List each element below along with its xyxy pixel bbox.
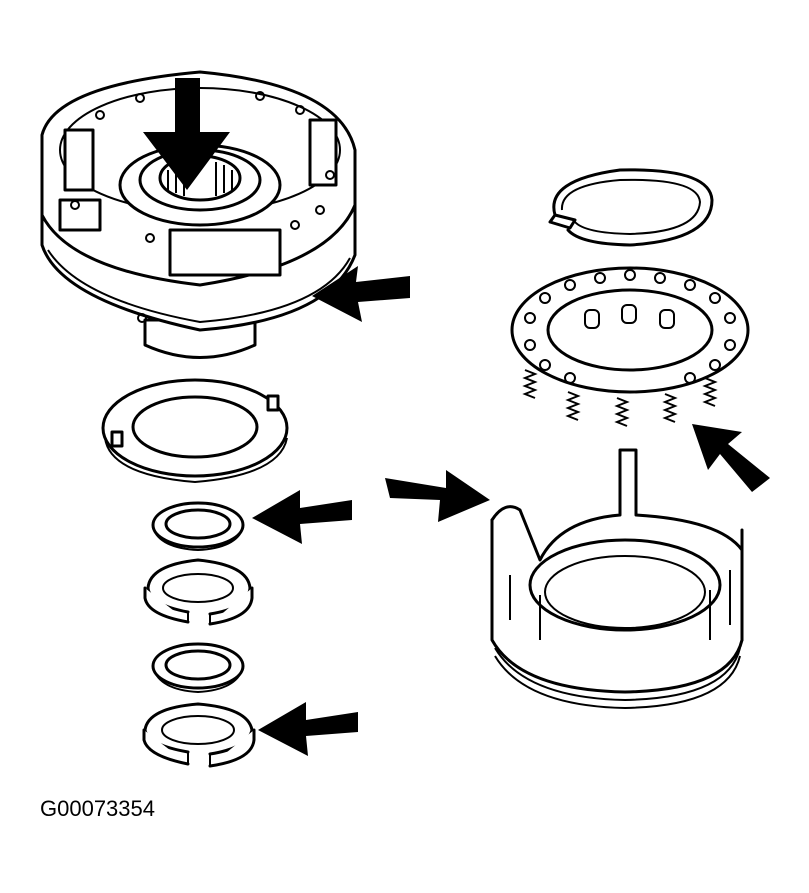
- split-snap-ring: [143, 558, 254, 626]
- clutch-housing: [490, 448, 744, 710]
- thrust-washer: [101, 378, 289, 484]
- planetary-carrier-assembly: [40, 70, 357, 359]
- split-snap-ring-2: [142, 702, 256, 768]
- small-washer: [151, 501, 245, 552]
- spring-retainer-plate: [510, 266, 750, 394]
- arrow-carrier: [312, 266, 410, 322]
- arrow-snap-ring: [258, 702, 358, 756]
- arrow-springs: [692, 424, 770, 492]
- retaining-snap-ring: [548, 168, 714, 247]
- arrow-down: [143, 78, 230, 190]
- figure-code: G00073354: [40, 796, 155, 821]
- return-springs: [522, 369, 718, 427]
- small-washer-2: [151, 642, 245, 694]
- arrow-housing: [385, 470, 490, 522]
- arrow-small-washer: [252, 490, 352, 544]
